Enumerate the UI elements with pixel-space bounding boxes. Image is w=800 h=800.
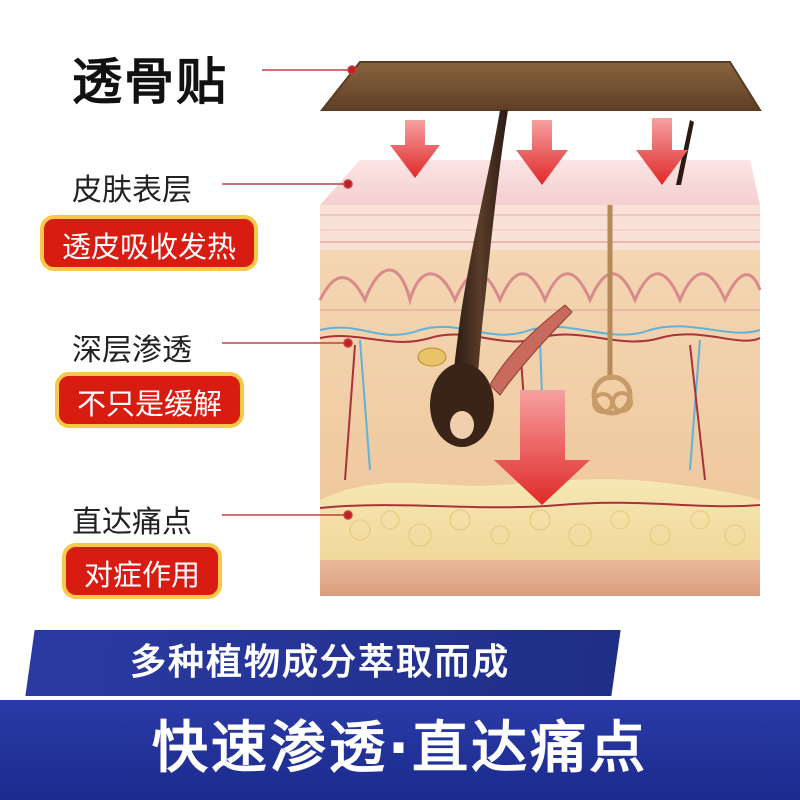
product-title: 透骨贴 bbox=[72, 52, 228, 111]
patch-layer bbox=[319, 61, 762, 111]
layer-label-reach-pain-point: 直达痛点 bbox=[72, 505, 192, 540]
banner-top-text: 多种植物成分萃取而成 bbox=[129, 642, 510, 683]
tag-not-just-relief: 不只是缓解 bbox=[55, 372, 245, 428]
tag-transdermal-heat: 透皮吸收发热 bbox=[40, 215, 259, 271]
penetration-arrows bbox=[390, 118, 688, 505]
banner-bottom-text: 快速渗透·直达痛点 bbox=[151, 716, 649, 781]
leader-lines bbox=[222, 65, 357, 520]
layer-label-deep-penetration: 深层渗透 bbox=[72, 333, 192, 368]
skin-block bbox=[318, 110, 762, 596]
skin-cross-section-diagram bbox=[222, 61, 762, 596]
tag-targeted-action: 对症作用 bbox=[62, 543, 223, 599]
layer-label-skin-surface: 皮肤表层 bbox=[72, 173, 192, 208]
banner-bottom-bg bbox=[0, 700, 800, 800]
